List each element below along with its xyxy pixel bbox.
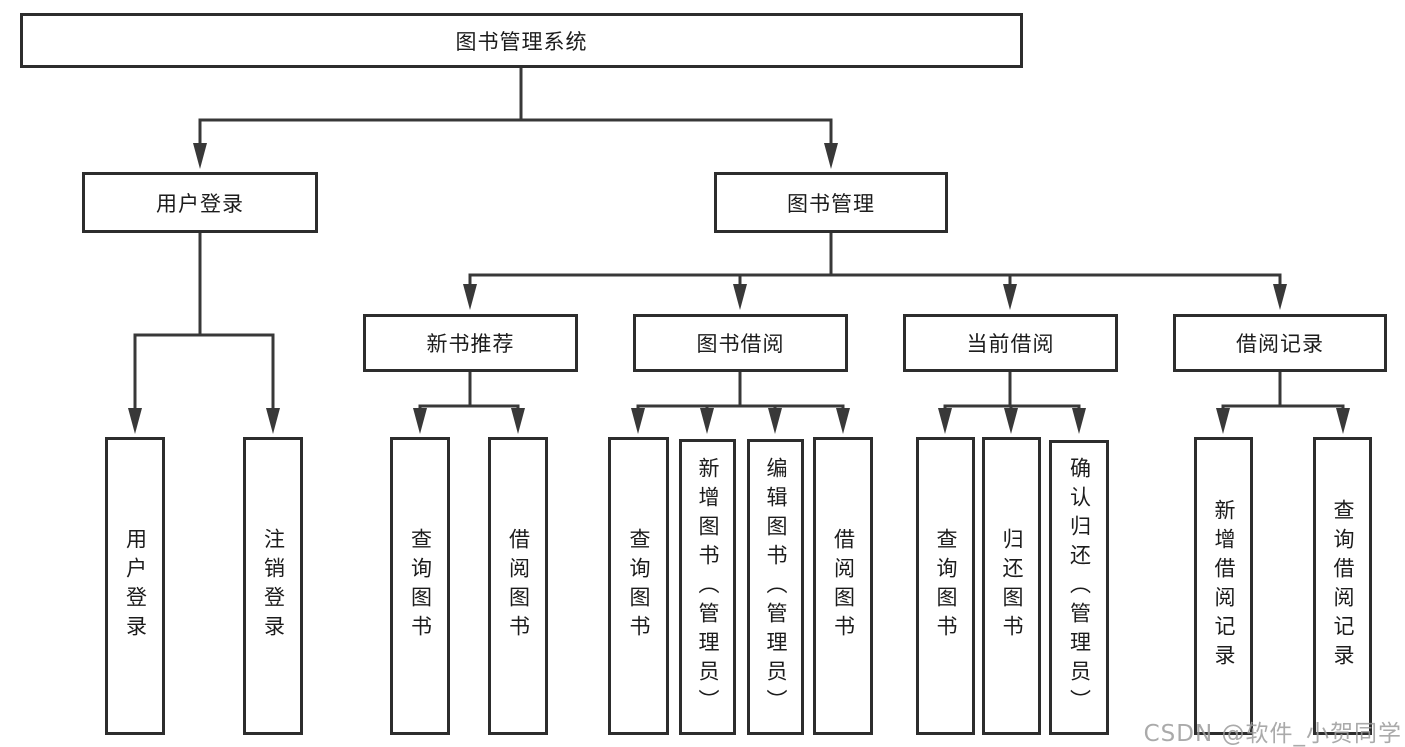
arrow-head [1003, 284, 1017, 310]
node-new-book-recommend: 新书推荐 [363, 314, 578, 372]
leaf-add-borrow-record: 新增借阅记录 [1194, 437, 1253, 735]
node-label: 当前借阅 [966, 332, 1055, 356]
leaf-user-login: 用户登录 [105, 437, 165, 735]
connector-borrowrecord-to-leaves [1221, 372, 1345, 412]
arrow-head [463, 284, 477, 310]
arrow-head [128, 408, 142, 434]
connector-currentborrow-to-leaves [943, 372, 1081, 412]
node-label: 查询图书 [934, 528, 958, 644]
node-label: 新书推荐 [426, 332, 515, 356]
arrow-head [1336, 408, 1350, 434]
arrow-head [733, 284, 747, 310]
leaf-borrow-books-borrow: 借阅图书 [813, 437, 873, 735]
node-book-management: 图书管理 [714, 172, 948, 233]
node-label: 图书管理 [787, 191, 875, 216]
node-label: 借阅图书 [831, 528, 856, 644]
node-label: 借阅图书 [506, 528, 531, 644]
node-label: 用户登录 [123, 528, 148, 644]
node-current-borrow: 当前借阅 [903, 314, 1118, 372]
leaf-query-books-recommend: 查询图书 [390, 437, 450, 735]
leaf-edit-book-admin: 编辑图书（管理员） [747, 439, 804, 735]
connector-bookmgmt-to-level3 [468, 233, 1282, 290]
arrow-head [768, 408, 782, 434]
node-book-borrow: 图书借阅 [633, 314, 848, 372]
node-library-system: 图书管理系统 [20, 13, 1023, 68]
node-label: 用户登录 [156, 191, 244, 216]
node-borrow-records: 借阅记录 [1173, 314, 1387, 372]
node-label: 新增借阅记录 [1212, 499, 1236, 673]
arrow-head [266, 408, 280, 434]
arrow-head [824, 143, 838, 169]
node-label: 查询借阅记录 [1331, 499, 1355, 673]
node-label: 注销登录 [261, 528, 286, 644]
leaf-logout: 注销登录 [243, 437, 303, 735]
arrow-head [1072, 408, 1086, 434]
arrow-head [700, 408, 714, 434]
node-label: 图书管理系统 [455, 29, 588, 54]
arrow-head [938, 408, 952, 434]
connector-root-to-level2 [198, 68, 833, 150]
arrow-head [193, 143, 207, 169]
node-label: 新增图书（管理员） [696, 456, 720, 718]
leaf-query-books-borrow: 查询图书 [608, 437, 669, 735]
node-label: 编辑图书（管理员） [764, 456, 788, 718]
arrow-head [1004, 408, 1018, 434]
connector-newbook-to-leaves [418, 372, 520, 412]
leaf-query-borrow-record: 查询借阅记录 [1313, 437, 1372, 735]
leaf-borrow-books-recommend: 借阅图书 [488, 437, 548, 735]
arrow-head [1216, 408, 1230, 434]
leaf-return-books: 归还图书 [982, 437, 1041, 735]
connector-userlogin-to-leaves [133, 233, 275, 412]
arrow-head [631, 408, 645, 434]
node-label: 图书借阅 [696, 332, 785, 356]
node-user-login: 用户登录 [82, 172, 318, 233]
node-label: 查询图书 [627, 528, 651, 644]
arrow-head [511, 408, 525, 434]
arrow-heads [128, 143, 1350, 434]
node-label: 查询图书 [408, 528, 433, 644]
connector-bookborrow-to-leaves [636, 372, 845, 412]
leaf-add-book-admin: 新增图书（管理员） [679, 439, 736, 735]
arrow-head [413, 408, 427, 434]
node-label: 确认归还（管理员） [1067, 457, 1092, 718]
leaf-query-books-current: 查询图书 [916, 437, 975, 735]
arrow-head [1273, 284, 1287, 310]
watermark: CSDN @软件_小贺同学 [1143, 721, 1402, 747]
node-label: 借阅记录 [1236, 332, 1324, 356]
node-label: 归还图书 [1000, 528, 1024, 644]
arrow-head [836, 408, 850, 434]
leaf-confirm-return-admin: 确认归还（管理员） [1049, 440, 1109, 735]
